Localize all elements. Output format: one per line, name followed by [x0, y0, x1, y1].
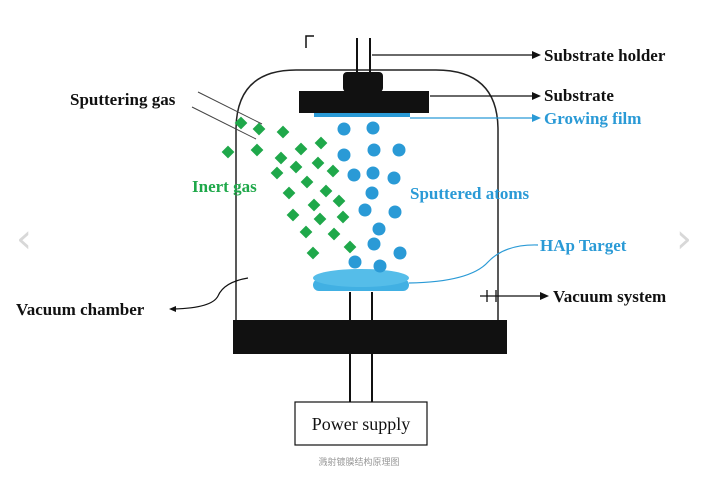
sputtered-atom — [358, 203, 372, 217]
label-vacuum-system: Vacuum system — [553, 287, 666, 306]
inert-gas-particle — [343, 240, 357, 254]
inert-gas-particle — [336, 210, 350, 224]
sputtered-atom — [347, 168, 361, 182]
arrow-icon — [532, 92, 541, 100]
base-plate — [233, 320, 507, 354]
inert-gas-particle — [286, 208, 300, 222]
inert-gas-particle — [294, 142, 308, 156]
inert-gas-particle — [270, 166, 284, 180]
inert-gas-particle — [319, 184, 333, 198]
vacuum-chamber-wall — [235, 69, 499, 320]
arrow-icon — [540, 292, 549, 300]
label-hap-target: HAp Target — [540, 236, 627, 255]
gas-inlet-pipe — [197, 91, 263, 125]
arrow-icon — [532, 51, 541, 59]
inert-gas-particle — [282, 186, 296, 200]
inert-gas-particle — [326, 164, 340, 178]
inert-gas-particle — [299, 225, 313, 239]
sputtered-atom — [337, 148, 351, 162]
leader-hap-target — [408, 244, 539, 284]
inert-gas-particle — [327, 227, 341, 241]
hap-target — [313, 269, 409, 287]
gas-inlet-pipe — [191, 106, 257, 140]
substrate-holder-cap — [343, 72, 383, 92]
inert-gas-particle — [314, 136, 328, 150]
label-vacuum-chamber: Vacuum chamber — [16, 300, 145, 319]
inert-gas-particle — [274, 151, 288, 165]
sputtered-atom — [372, 222, 386, 236]
substrate — [299, 91, 429, 113]
nav-next-icon[interactable]: › — [676, 216, 692, 262]
inert-gas-particle — [307, 198, 321, 212]
inert-gas-particle — [250, 143, 264, 157]
arrow-icon — [532, 114, 541, 122]
arrow-icon — [169, 306, 176, 312]
sputtered-atom — [366, 166, 380, 180]
sputtered-atom — [367, 143, 381, 157]
sputtered-atom — [367, 237, 381, 251]
label-sputtering-gas: Sputtering gas — [70, 90, 176, 109]
nav-prev-icon[interactable]: ‹ — [16, 216, 32, 262]
label-substrate-holder: Substrate holder — [544, 46, 666, 65]
inert-gas-particle — [234, 116, 248, 130]
inert-gas-particle — [221, 145, 235, 159]
inert-gas-particle — [313, 212, 327, 226]
power-supply-box — [294, 401, 428, 446]
label-power-supply: Power supply — [312, 414, 411, 434]
sputtered-atom — [393, 246, 407, 260]
sputtered-atom — [365, 186, 379, 200]
inert-gas-particle — [332, 194, 346, 208]
sputtered-atom — [387, 171, 401, 185]
leader-vacuum-chamber — [173, 277, 249, 310]
inert-gas-particle — [300, 175, 314, 189]
inert-gas-particle — [289, 160, 303, 174]
inert-gas-particle — [252, 122, 266, 136]
label-substrate: Substrate — [544, 86, 614, 105]
sputtered-atom — [337, 122, 351, 136]
holder-bracket — [305, 35, 314, 48]
sputtered-atom — [392, 143, 406, 157]
sputtered-atom-particles — [337, 121, 407, 273]
inert-gas-particle — [306, 246, 320, 260]
inert-gas-particle — [276, 125, 290, 139]
growing-film — [314, 113, 410, 117]
sputtered-atom — [388, 205, 402, 219]
label-sputtered-atoms: Sputtered atoms — [410, 184, 530, 203]
sputtered-atom — [348, 255, 362, 269]
sputtered-atom — [373, 259, 387, 273]
label-growing-film: Growing film — [544, 109, 641, 128]
caption: 溅射镀膜结构原理图 — [318, 456, 399, 468]
label-inert-gas: Inert gas — [192, 177, 257, 196]
inert-gas-particles — [221, 116, 357, 260]
inert-gas-particle — [311, 156, 325, 170]
sputtered-atom — [366, 121, 380, 135]
